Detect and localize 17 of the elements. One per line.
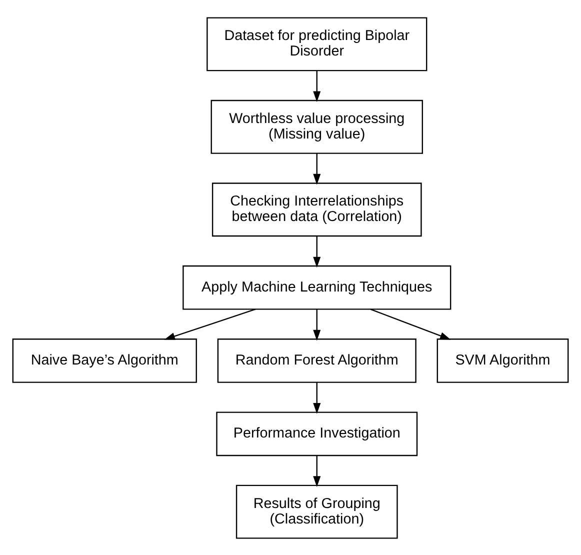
node-box: Dataset for predicting Bipolar Disorder	[206, 16, 428, 71]
arrow	[313, 455, 321, 486]
node-box: Apply Machine Learning Techniques	[182, 264, 452, 310]
arrow	[313, 236, 321, 268]
node-box: Results of Grouping (Classification)	[236, 484, 398, 538]
node-box: Checking Interrelationships between data (Correlation)	[212, 182, 422, 236]
arrow	[313, 70, 321, 102]
arrow	[313, 308, 321, 340]
arrow	[313, 382, 321, 414]
node-box: Random Forest Algorithm	[217, 338, 416, 382]
node-box: Naive Baye’s Algorithm	[12, 338, 197, 382]
node-box: Performance Investigation	[216, 411, 418, 456]
arrow	[370, 308, 451, 340]
node-box: SVM Algorithm	[436, 338, 569, 382]
node-box: Worthless value processing (Missing value)	[210, 99, 423, 154]
arrow	[164, 308, 256, 340]
arrow	[313, 153, 321, 184]
